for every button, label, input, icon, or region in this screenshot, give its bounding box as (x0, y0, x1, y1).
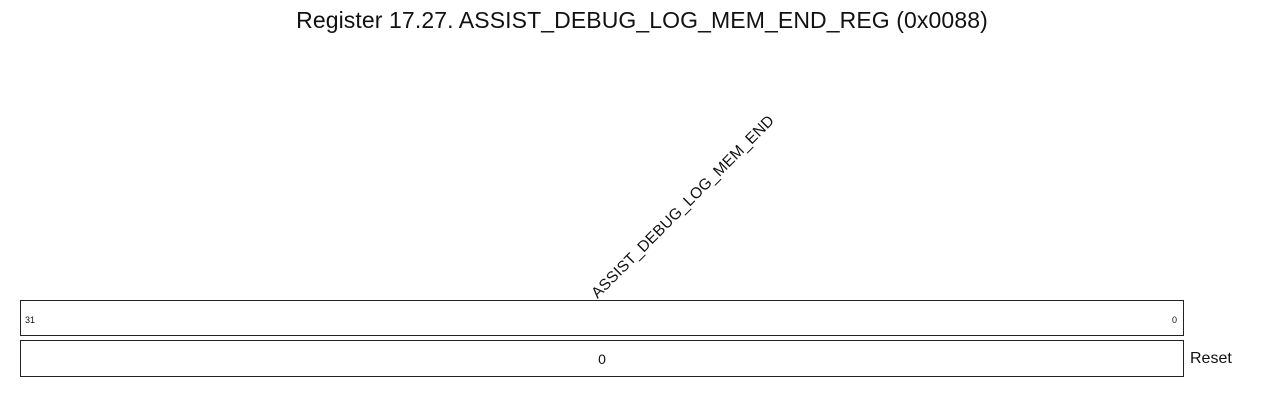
reset-label: Reset (1190, 350, 1232, 367)
field-name-label: ASSIST_DEBUG_LOG_MEM_END (588, 112, 778, 302)
register-title: Register 17.27. ASSIST_DEBUG_LOG_MEM_END… (296, 7, 988, 33)
field-label-area: ASSIST_DEBUG_LOG_MEM_END (588, 112, 778, 302)
reset-value-row: 0 (20, 340, 1184, 377)
bit-high-index: 31 (25, 315, 36, 325)
reset-value: 0 (598, 351, 606, 367)
bit-range-row: 31 0 (20, 300, 1184, 336)
bit-low-index: 0 (1171, 315, 1177, 325)
